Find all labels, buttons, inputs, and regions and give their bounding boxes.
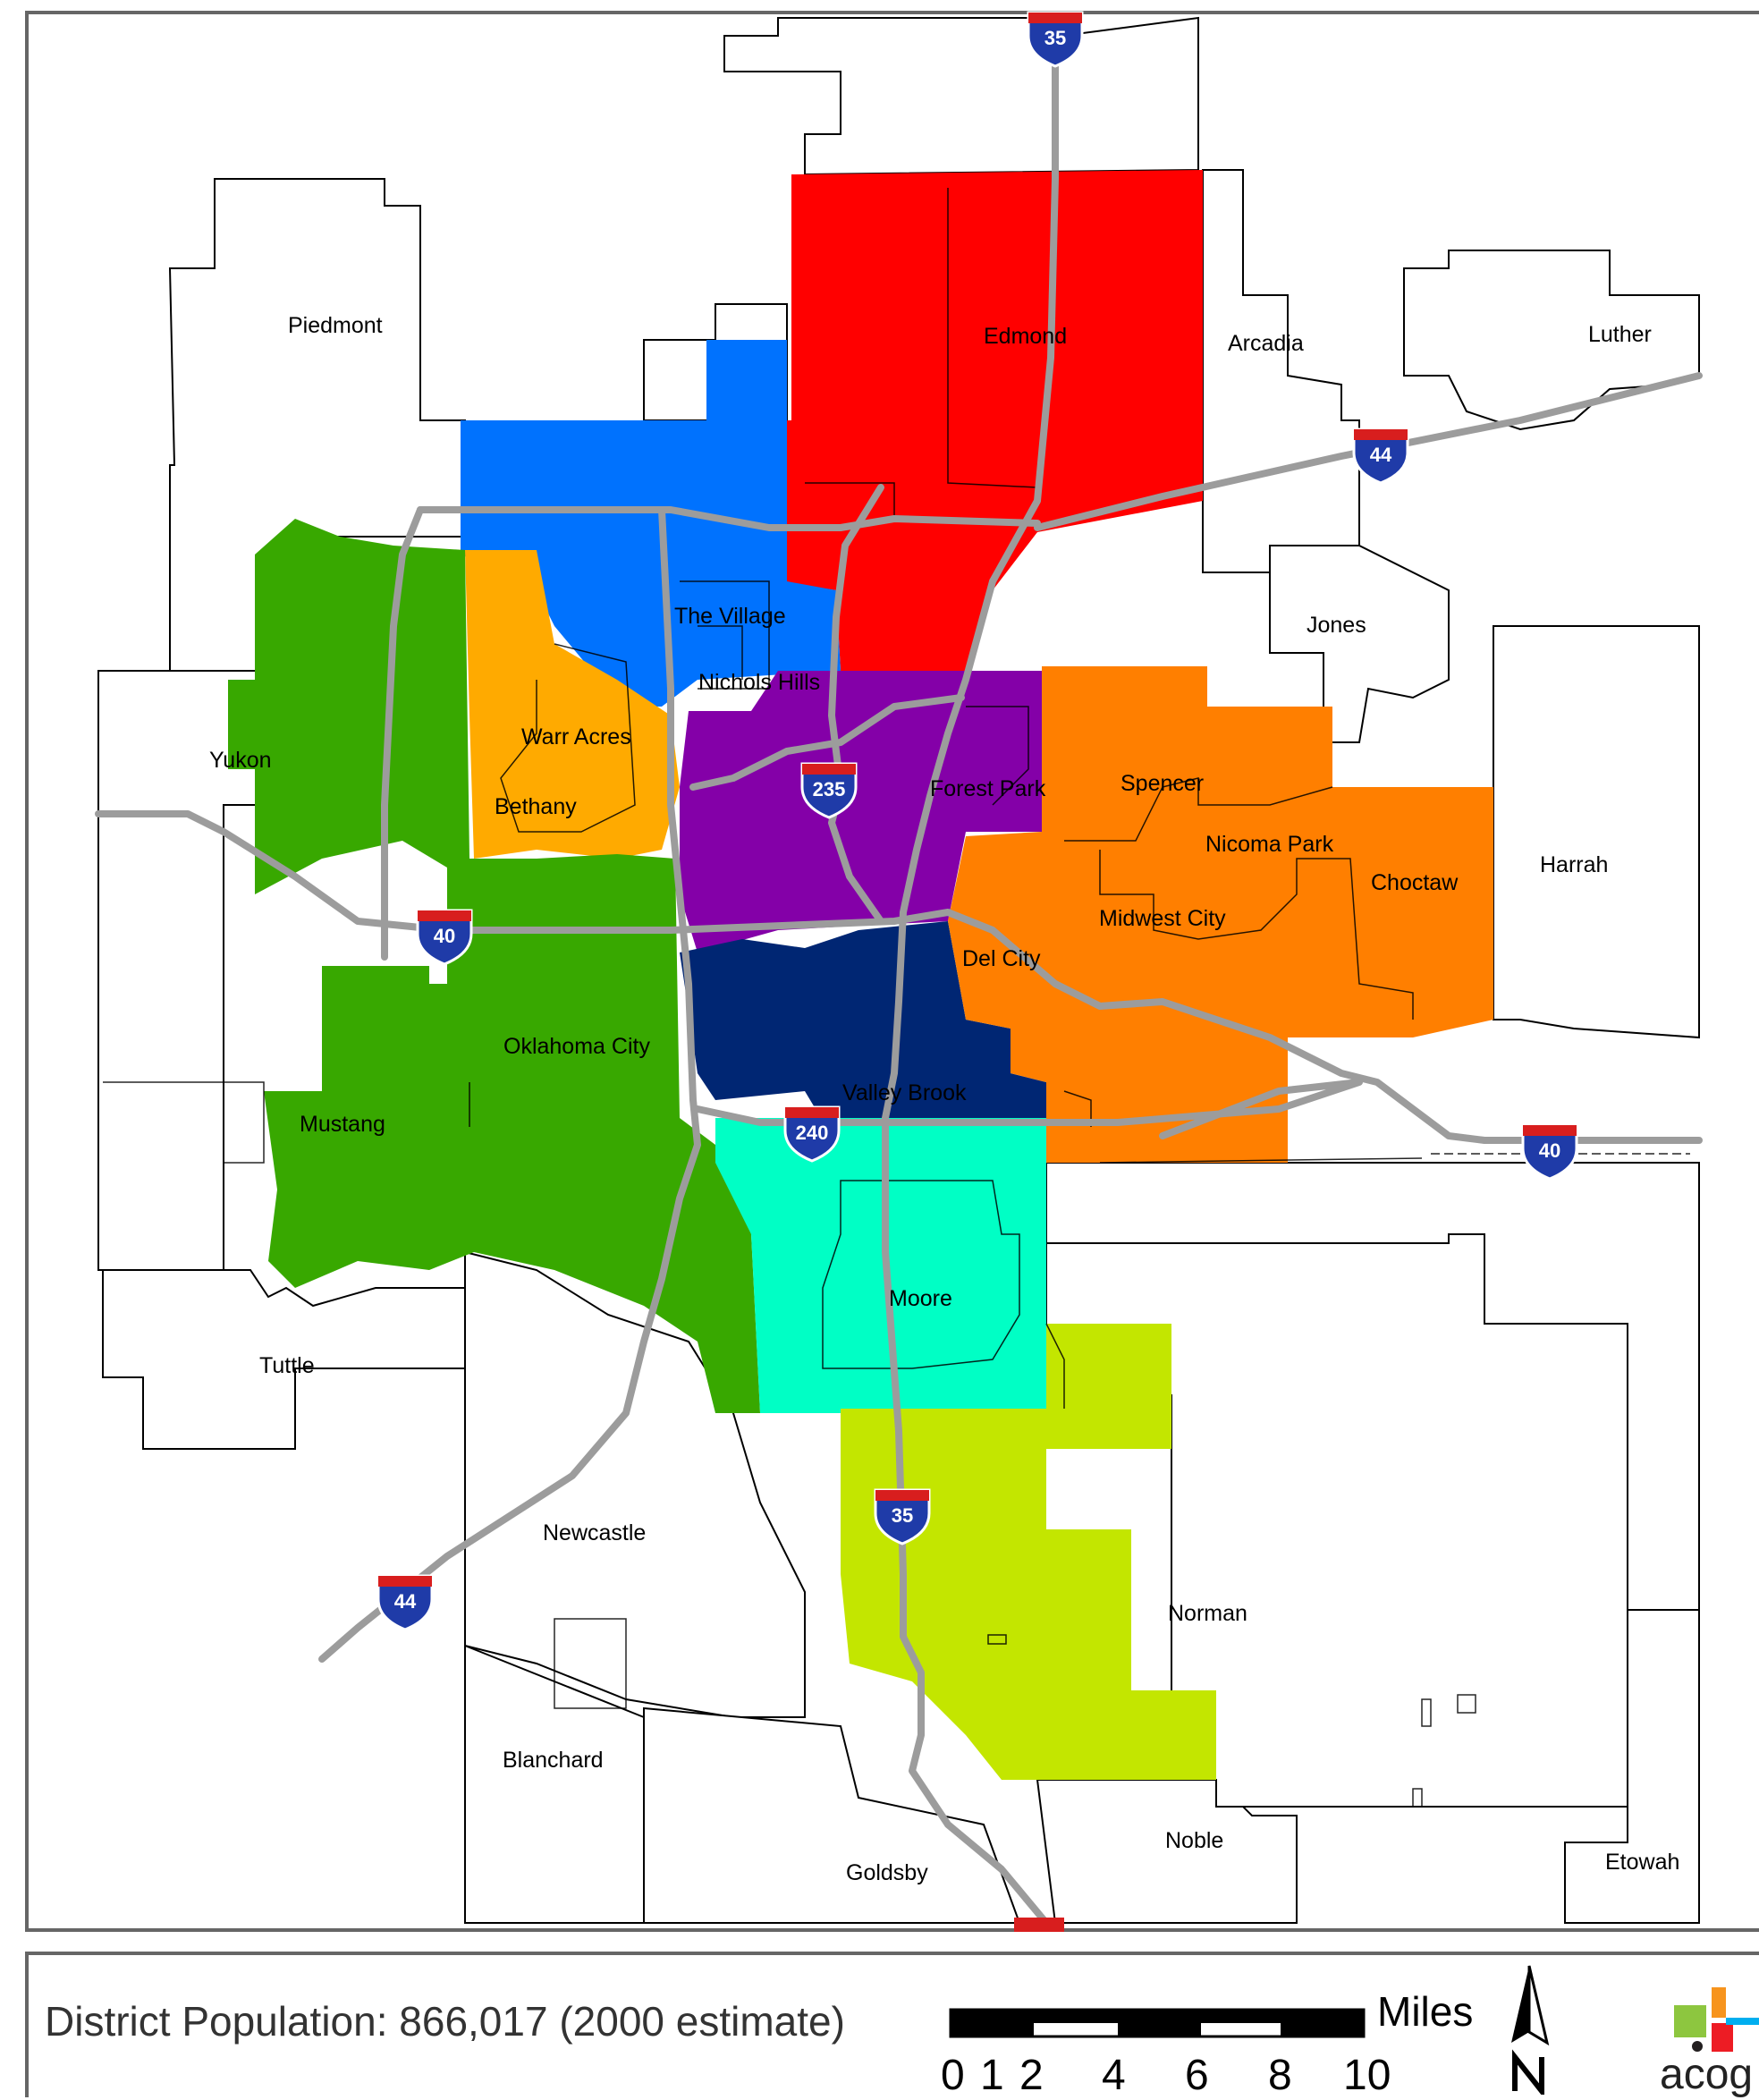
shield-number: 40 [1539,1139,1560,1162]
label-newcastle: Newcastle [543,1520,646,1545]
shield-number: 35 [1044,27,1066,49]
road-i40 [95,810,1703,1144]
map-footer [25,1952,1759,2097]
label-del-city: Del City [962,946,1041,971]
label-bethany: Bethany [495,794,577,819]
interstate-shield-icon: 240 [783,1105,841,1163]
label-the-village: The Village [674,604,786,629]
scale-unit-label: Miles [1377,1988,1474,2035]
label-mustang: Mustang [300,1112,385,1137]
label-arcadia: Arcadia [1228,331,1304,356]
scale-tick-8: 8 [1268,2052,1292,2099]
district-population-text: District Population: 866,017 (2000 estim… [45,1998,845,2045]
label-luther: Luther [1588,322,1652,347]
edmond-district [778,170,1203,680]
boundary-harrah [1493,625,1700,1039]
shield-number: 44 [1370,444,1392,466]
central-district [680,671,1042,953]
scale-tick-0: 0 [941,2052,965,2099]
road-northwest-expy [689,694,965,791]
midwest-city-district [948,666,1493,1163]
partial-shield-icon [1014,1918,1064,1932]
interstate-shield-icon: 235 [800,762,858,819]
boundary-luther [1403,250,1700,431]
label-norman: Norman [1168,1601,1247,1626]
label-edmond: Edmond [984,324,1067,349]
road-i44-east [1034,372,1703,531]
road-i35 [882,14,1059,1926]
label-piedmont: Piedmont [288,313,383,338]
label-tuttle: Tuttle [259,1353,315,1378]
label-spencer: Spencer [1121,771,1204,796]
shield-number: 40 [434,925,455,947]
label-noble: Noble [1165,1828,1223,1853]
label-forest-park: Forest Park [930,776,1046,801]
boundary-north-okc [723,16,1199,176]
boundary-goldsby [643,1706,1021,1924]
label-valley-brook: Valley Brook [842,1080,967,1105]
label-midwest-city: Midwest City [1099,906,1226,931]
acog-logo-icon [1674,1987,1759,2052]
moore-district [715,1118,1073,1413]
interstate-shield-icon: 35 [874,1488,931,1545]
road-i44 [318,506,701,1663]
north-arrow-icon [1511,1965,1550,2095]
scale-bar [949,2008,1366,2038]
boundary-jones [1269,545,1450,743]
shield-number: 44 [394,1590,417,1613]
interstate-shield-icon: 44 [376,1574,434,1631]
norman-district [841,1324,1216,1780]
scale-tick-6: 6 [1185,2052,1209,2099]
label-moore: Moore [889,1286,952,1311]
interstate-shield-icon: 40 [416,909,473,966]
road-crosstown [417,506,1041,531]
label-harrah: Harrah [1540,852,1608,877]
scale-tick-2: 2 [1019,2052,1044,2099]
interstate-shield-icon: 44 [1352,428,1409,485]
scale-tick-4: 4 [1102,2052,1126,2099]
interstate-shield-icon: 40 [1521,1123,1578,1181]
boundary-south-east [1045,1162,1700,1611]
road-i235 [828,484,884,925]
label-choctaw: Choctaw [1371,870,1459,895]
district-map: Piedmont Edmond Arcadia Luther The Villa… [95,11,1703,1932]
label-oklahoma-city: Oklahoma City [503,1034,650,1059]
label-nicoma-park: Nicoma Park [1205,832,1334,857]
map-frame [25,11,1759,1932]
shield-number: 240 [796,1122,829,1144]
label-goldsby: Goldsby [846,1860,928,1885]
boundary-arcadia [1202,169,1360,573]
label-nichols-hills: Nichols Hills [698,670,820,695]
west-district [228,519,760,1413]
label-warr-acres: Warr Acres [521,724,631,749]
scale-tick-10: 10 [1343,2052,1391,2099]
bethany-district [465,550,680,859]
label-yukon: Yukon [209,748,272,773]
acog-logo-text: acog [1660,2051,1754,2098]
scale-tick-1: 1 [980,2052,1004,2099]
shield-number: 35 [892,1504,913,1527]
northwest-district [461,340,841,707]
shield-number: 235 [813,778,846,800]
label-jones: Jones [1307,613,1366,638]
label-etowah: Etowah [1605,1850,1679,1875]
interstate-shield-icon: 35 [1027,11,1084,68]
label-blanchard: Blanchard [503,1748,604,1773]
boundary-newcastle [464,1250,806,1718]
south-central-district [680,921,1046,1163]
